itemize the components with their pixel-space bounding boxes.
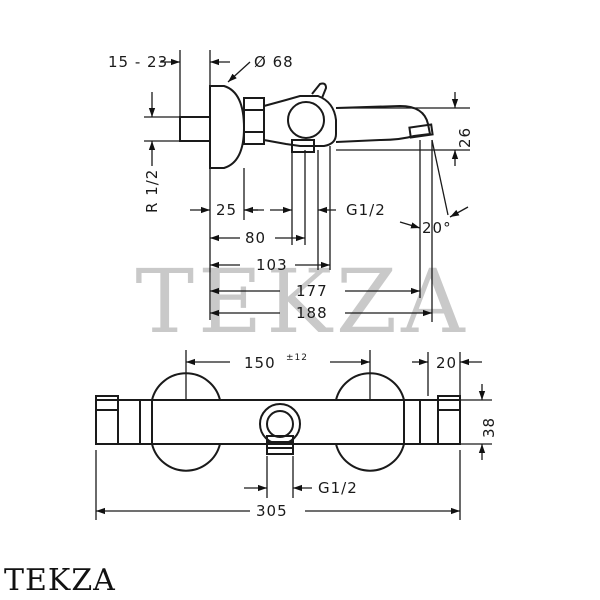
dim-20: 20 [436, 354, 457, 372]
dim-spout-height: 26 [456, 127, 474, 148]
outlet-ring [260, 404, 300, 444]
left-handle [96, 396, 118, 410]
dim-188: 188 [296, 304, 328, 322]
connection-nut [244, 98, 264, 144]
right-handle [438, 396, 460, 410]
bottom-outlet-thread [292, 140, 314, 152]
dim-outlet-thread-front: G1/2 [318, 479, 358, 497]
front-view-dimension-lines [96, 350, 492, 520]
dim-angle: 20° [422, 219, 452, 237]
inlet-nipple [180, 117, 210, 141]
dim-thread-depth: 15 - 23 [108, 53, 168, 71]
dim-80: 80 [245, 229, 266, 247]
spout-aerator [409, 125, 432, 138]
dim-103: 103 [256, 256, 288, 274]
outlet-thread-front [267, 436, 293, 454]
brand-logo-text: TEKZA [4, 563, 116, 598]
mixer-body [264, 96, 336, 146]
dim-total-length: 305 [256, 502, 288, 520]
side-view-dimension-lines [144, 50, 470, 322]
mixer-lever [312, 84, 326, 99]
dim-177: 177 [296, 282, 328, 300]
dim-inlet-thread: R 1/2 [143, 169, 161, 213]
dim-center-tolerance: ±12 [286, 353, 308, 363]
dim-center-distance: 150 [244, 354, 276, 372]
side-view [180, 84, 433, 169]
watermark-text: TEKZA [135, 250, 468, 353]
dim-38: 38 [480, 417, 498, 438]
dim-outlet-thread-side: G1/2 [346, 201, 386, 219]
front-view [96, 373, 460, 470]
wall-rosette [210, 86, 244, 168]
dim-diameter: Ø 68 [254, 53, 294, 71]
dim-25: 25 [216, 201, 237, 219]
